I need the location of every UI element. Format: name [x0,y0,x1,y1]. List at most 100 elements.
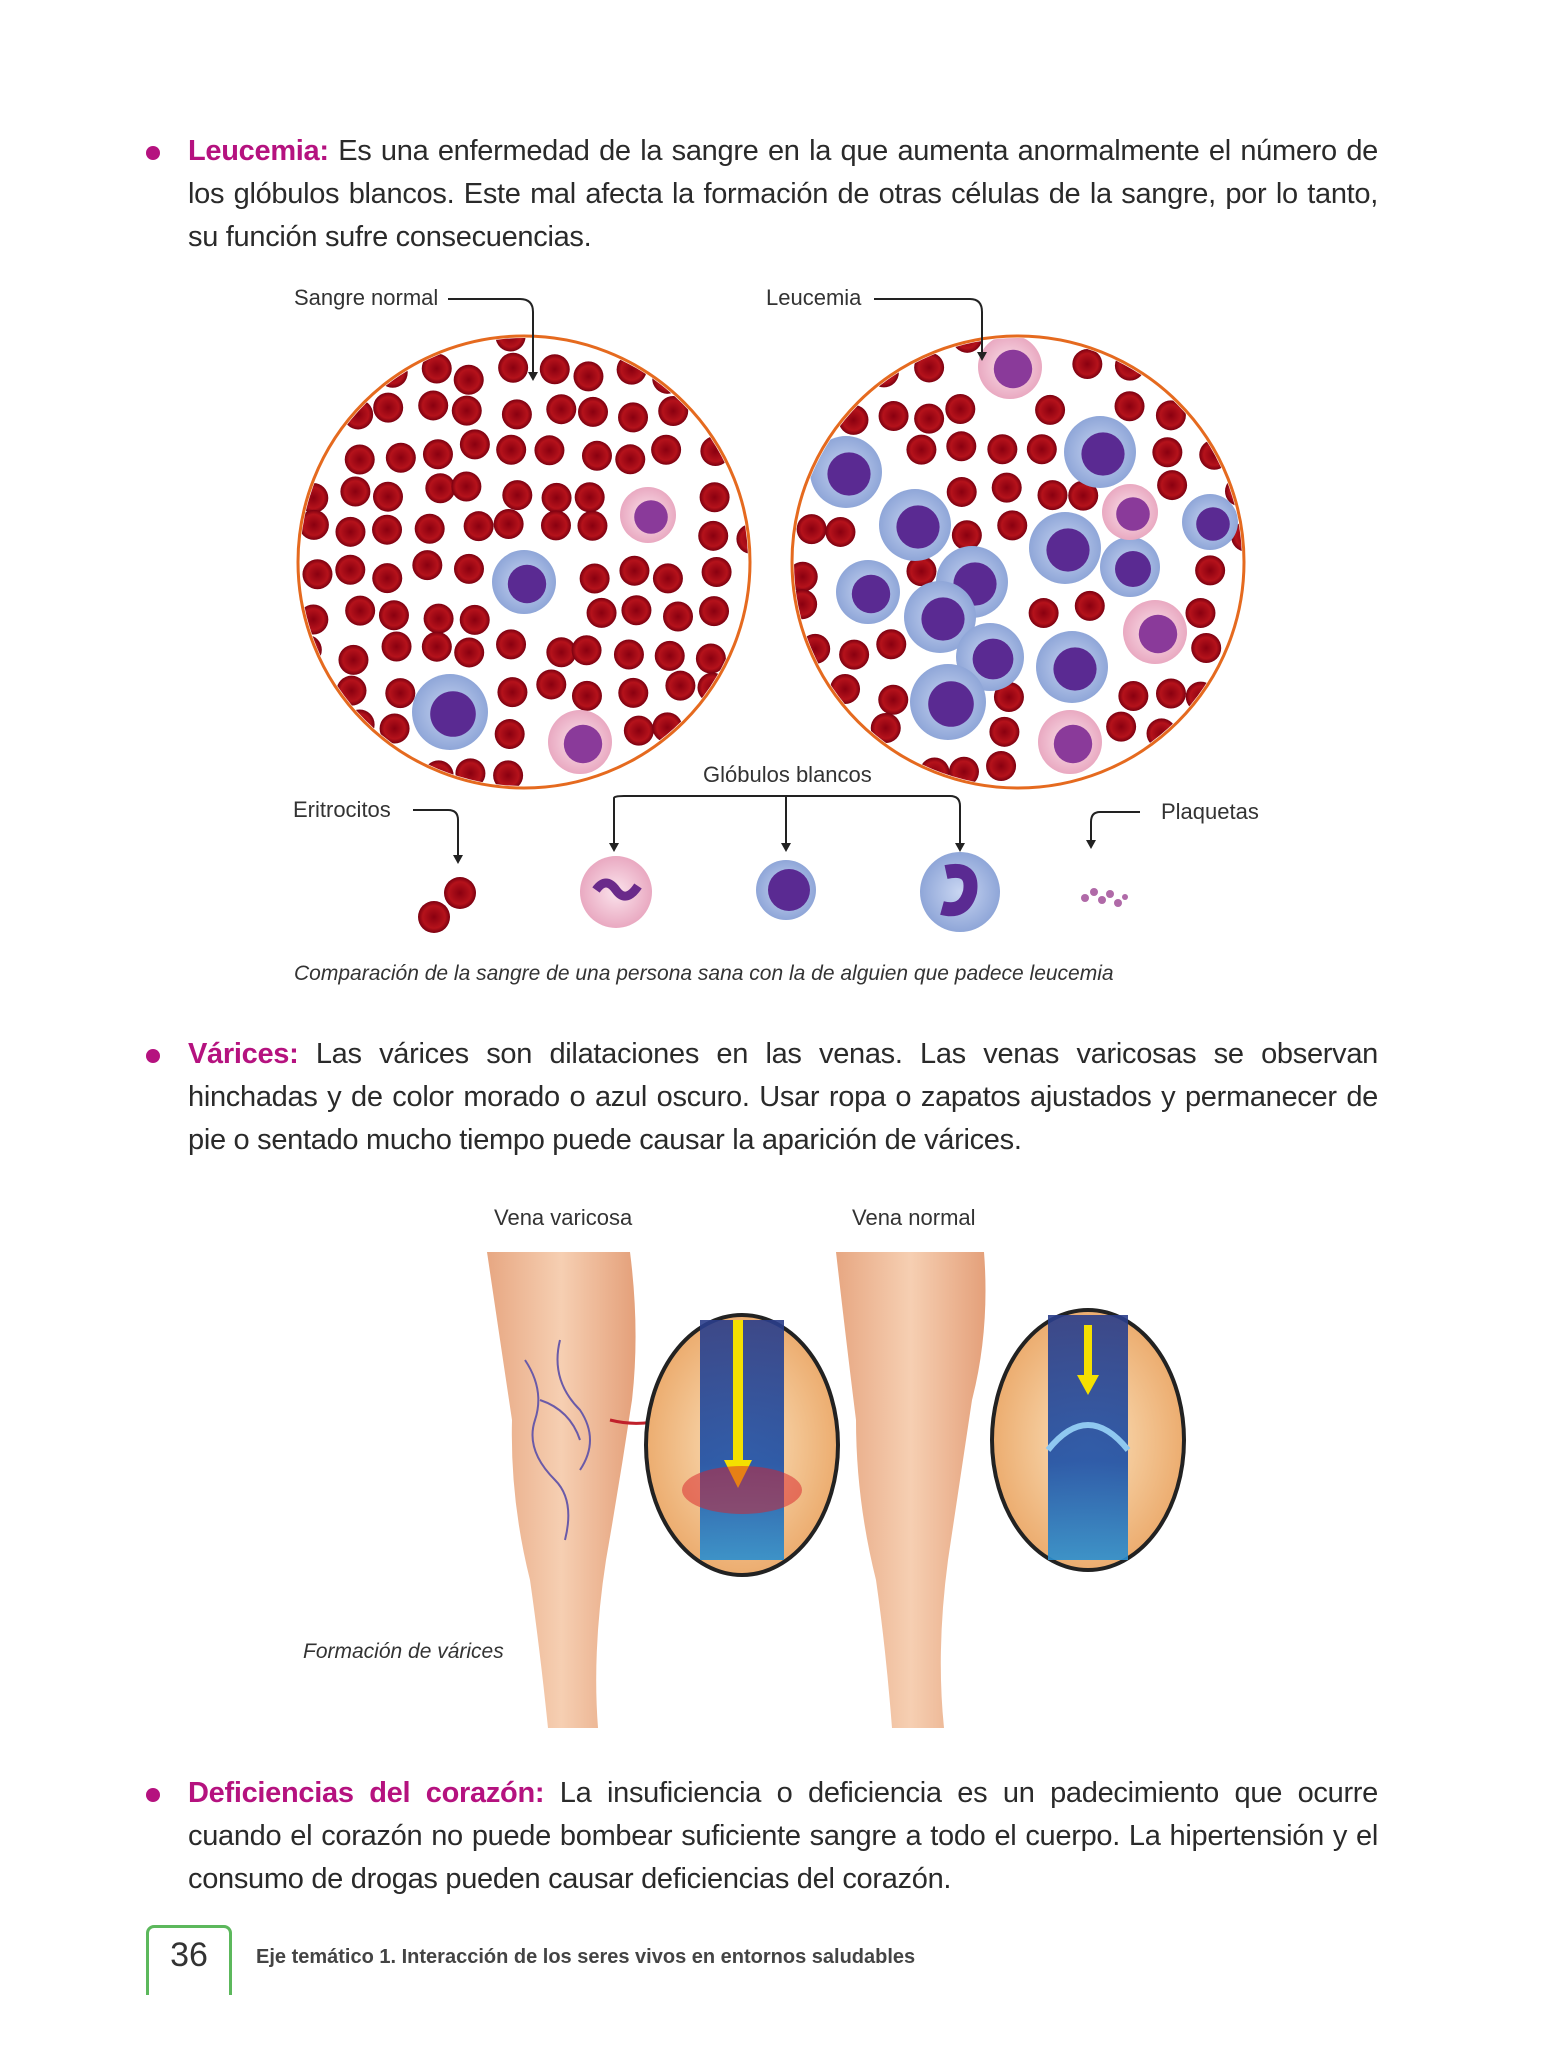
red-blood-cell [300,509,329,540]
red-blood-cell [379,713,410,744]
footer-title: Eje temático 1. Interacción de los seres… [256,1946,916,1968]
red-blood-cell [381,631,412,662]
red-blood-cell [459,429,490,460]
red-blood-cell [581,440,612,471]
red-blood-cell [1026,434,1057,465]
label-varicose-vein: Vena varicosa [494,1205,633,1230]
red-blood-cell [1185,598,1216,629]
red-blood-cell [378,600,409,631]
cell-nucleus [851,574,891,614]
red-blood-cell [623,715,654,746]
red-blood-cell [345,595,376,626]
red-blood-cell [619,555,650,586]
red-blood-cell [579,563,610,594]
red-blood-cell [453,364,484,395]
red-blood-cell [906,556,937,587]
red-blood-cell [571,635,602,666]
red-blood-cell [459,604,490,635]
red-blood-cell [336,675,367,706]
red-blood-cell [414,513,445,544]
paragraph-leucemia: Leucemia: Es una enfermedad de la sangre… [188,130,1378,259]
cell-nucleus [827,452,871,496]
red-blood-cell [425,473,456,504]
term: Leucemia: [188,135,329,167]
red-blood-cell [1072,349,1103,380]
red-blood-cell [534,435,565,466]
red-blood-cell [876,629,907,660]
red-blood-cell [701,556,732,587]
red-blood-cell [536,669,567,700]
red-blood-cell [695,643,726,674]
label-white-cells: Glóbulos blancos [703,762,872,787]
arrow-leukemia [874,298,983,352]
cell-nucleus [1053,647,1097,691]
arrow-rbc [413,809,459,855]
red-blood-cell [945,393,976,424]
red-blood-cell [344,444,375,475]
blood-caption: Comparación de la sangre de una persona … [294,962,1114,985]
legend-cells [418,852,1128,933]
red-blood-cell [423,603,454,634]
red-blood-cell [578,396,609,427]
red-blood-cell [340,476,371,507]
red-blood-cell [463,511,494,542]
label-normal-vein: Vena normal [852,1205,976,1230]
red-blood-cell [372,514,403,545]
red-blood-cell [987,434,1018,465]
red-blood-cell [699,482,730,513]
red-blood-cell [421,353,452,384]
red-blood-cell [571,680,602,711]
varicose-veins [524,1339,591,1541]
red-blood-cell [421,631,452,662]
red-blood-cell [615,444,646,475]
red-blood-cell [654,640,685,671]
varicose-valve-detail [644,1313,840,1577]
red-blood-cell [1028,598,1059,629]
red-blood-cell [794,561,818,592]
leg-varicose [487,1252,636,1728]
red-blood-cell [493,509,524,540]
red-blood-cell [1074,590,1105,621]
red-blood-cell [991,472,1022,503]
red-blood-cell [663,601,694,632]
red-blood-cell [496,434,527,465]
red-blood-cell [422,439,453,470]
cell-nucleus [1115,551,1151,587]
red-blood-cell [1157,470,1188,501]
red-blood-cell [1152,437,1183,468]
paragraph-varices: Várices: Las várices son dilataciones en… [188,1033,1378,1162]
red-blood-cell [1068,480,1099,511]
red-blood-cell [618,402,649,433]
leg-normal [836,1252,986,1728]
bullet [146,146,160,160]
red-blood-cell [373,392,404,423]
red-blood-cell [574,482,605,513]
bullet [146,1049,160,1063]
red-blood-cell [951,520,982,551]
red-blood-cell [736,523,748,554]
red-blood-cell [335,554,366,585]
red-blood-cell [1106,711,1137,742]
red-blood-cell [502,480,533,511]
red-blood-cell [453,553,484,584]
label-normal-blood: Sangre normal [294,285,439,310]
red-blood-cell [952,338,983,353]
red-blood-cell [993,682,1024,713]
label-leukemia: Leucemia [766,285,862,310]
label-erythrocytes: Eritrocitos [293,797,391,822]
red-blood-cell [986,750,1017,781]
vein-caption: Formación de várices [303,1640,504,1663]
bullet [146,1788,160,1802]
red-blood-cell [495,338,526,352]
red-blood-cell [946,476,977,507]
red-blood-cell [658,396,689,427]
red-blood-cell [335,516,366,547]
cell-nucleus [430,691,476,737]
red-blood-cell [546,637,577,668]
definition: Las várices son dilataciones en las vena… [188,1038,1378,1156]
red-blood-cell [878,401,909,432]
cell-nucleus [634,500,668,534]
red-blood-cell [794,589,818,620]
cell-nucleus [1081,432,1125,476]
red-blood-cell [1118,680,1149,711]
